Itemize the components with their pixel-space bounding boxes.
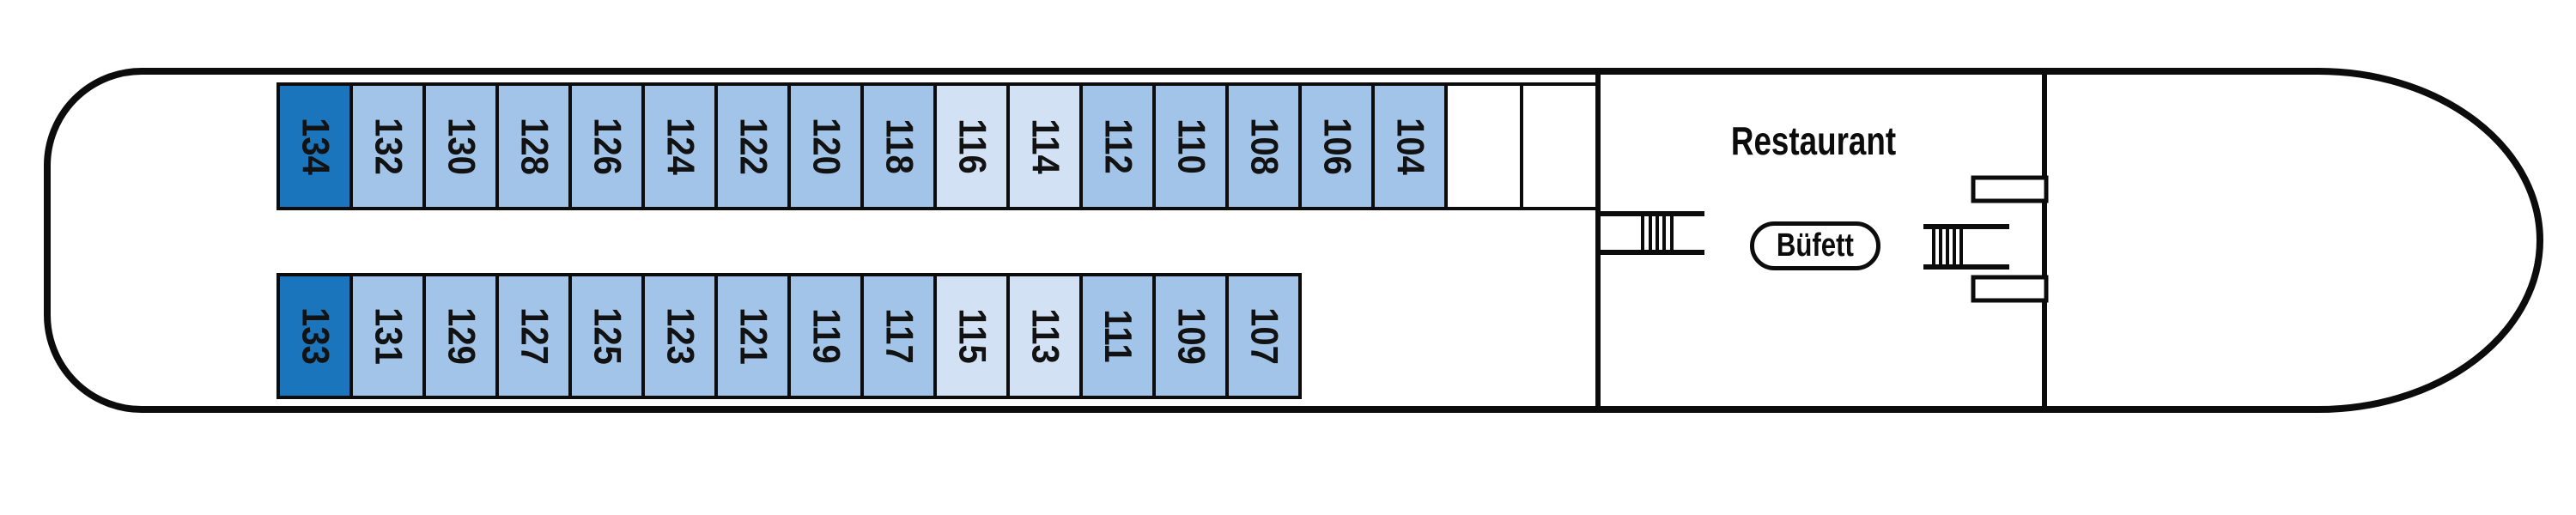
cabin-row-bottom: 133 131 129 127 125 123 121 119 117 115 113 111 109 1…: [276, 273, 1302, 399]
cabin-number: 125: [586, 307, 629, 365]
service-cell: [1520, 82, 1599, 210]
cabin-row-top: 134 132 130 128 126 124 122 120 118 116 114 112 110 1…: [276, 82, 1599, 210]
cabin-number: 110: [1170, 118, 1212, 174]
cabin-number: 108: [1242, 118, 1285, 175]
cabin-110[interactable]: 110: [1152, 82, 1229, 210]
cabin-number: 114: [1024, 118, 1066, 174]
cabin-106[interactable]: 106: [1298, 82, 1375, 210]
stairs-icon-left: [1595, 211, 1704, 255]
cabin-number: 111: [1097, 309, 1139, 363]
cabin-119[interactable]: 119: [787, 273, 864, 399]
cabin-number: 132: [367, 118, 410, 175]
cabin-115[interactable]: 115: [933, 273, 1010, 399]
cabin-number: 119: [805, 308, 848, 364]
cabin-133[interactable]: 133: [276, 273, 353, 399]
cabin-129[interactable]: 129: [422, 273, 499, 399]
cabin-number: 117: [878, 308, 920, 364]
cabin-124[interactable]: 124: [641, 82, 718, 210]
cabin-number: 129: [440, 307, 483, 365]
cabin-number: 116: [951, 118, 993, 174]
cabin-number: 130: [440, 118, 483, 175]
cabin-126[interactable]: 126: [568, 82, 645, 210]
cabin-107[interactable]: 107: [1225, 273, 1302, 399]
wall-alcove-bottom: [1971, 275, 2049, 303]
buffet-area: Büfett: [1750, 221, 1880, 270]
wall-alcove-top: [1971, 175, 2049, 203]
cabin-134[interactable]: 134: [276, 82, 353, 210]
cabin-118[interactable]: 118: [860, 82, 937, 210]
cabin-132[interactable]: 132: [349, 82, 426, 210]
stairs-icon-right: [1923, 224, 2009, 270]
cabin-109[interactable]: 109: [1152, 273, 1229, 399]
cabin-117[interactable]: 117: [860, 273, 937, 399]
cabin-number: 121: [732, 307, 775, 365]
cabin-number: 131: [367, 307, 410, 365]
cabin-number: 126: [586, 118, 629, 175]
cabin-number: 115: [951, 308, 993, 364]
cabin-number: 127: [513, 307, 556, 365]
cabin-120[interactable]: 120: [787, 82, 864, 210]
cabin-125[interactable]: 125: [568, 273, 645, 399]
restaurant-label: Restaurant: [1730, 118, 1897, 163]
cabin-130[interactable]: 130: [422, 82, 499, 210]
cabin-123[interactable]: 123: [641, 273, 718, 399]
cabin-number: 109: [1170, 307, 1212, 365]
cabin-number: 120: [805, 118, 848, 175]
cabin-121[interactable]: 121: [714, 273, 791, 399]
cabin-104[interactable]: 104: [1371, 82, 1448, 210]
cabin-number: 112: [1097, 118, 1139, 174]
cabin-112[interactable]: 112: [1079, 82, 1156, 210]
cabin-number: 124: [659, 118, 702, 175]
cabin-114[interactable]: 114: [1006, 82, 1083, 210]
cabin-128[interactable]: 128: [495, 82, 572, 210]
cabin-122[interactable]: 122: [714, 82, 791, 210]
cabin-number: 128: [513, 118, 556, 175]
cabin-127[interactable]: 127: [495, 273, 572, 399]
cabin-108[interactable]: 108: [1225, 82, 1302, 210]
service-cell: [1444, 82, 1523, 210]
cabin-116[interactable]: 116: [933, 82, 1010, 210]
cabin-113[interactable]: 113: [1006, 273, 1083, 399]
buffet-label: Büfett: [1776, 227, 1854, 264]
cabin-131[interactable]: 131: [349, 273, 426, 399]
cabin-111[interactable]: 111: [1079, 273, 1156, 399]
cabin-number: 134: [294, 118, 337, 175]
cabin-number: 118: [878, 118, 920, 174]
cabin-number: 104: [1388, 118, 1431, 175]
cabin-number: 133: [294, 307, 337, 365]
cabin-number: 106: [1315, 118, 1358, 175]
cabin-number: 113: [1024, 308, 1066, 364]
cabin-number: 122: [732, 118, 775, 175]
cabin-number: 107: [1242, 307, 1285, 365]
cabin-number: 123: [659, 307, 702, 365]
